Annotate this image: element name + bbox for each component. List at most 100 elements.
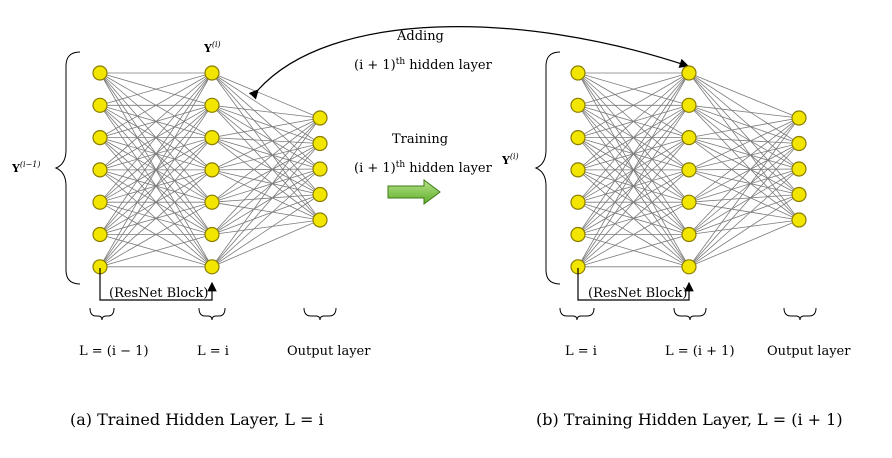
panel-b-connection	[577, 72, 690, 235]
adding-label: Adding	[396, 29, 444, 44]
panel-a-resnet-label: (ResNet Block)	[109, 286, 208, 301]
training-green-arrow	[387, 179, 441, 205]
panel-a-connection	[99, 72, 213, 203]
panel-b-connection	[688, 143, 800, 235]
panel-b-input-neuron	[570, 194, 586, 210]
panel-b-neurons	[570, 65, 807, 275]
panel-a-input-neuron	[92, 226, 108, 243]
panel-a-connection	[211, 194, 321, 268]
panel-a-connection	[99, 72, 213, 235]
training-label: Training	[392, 132, 448, 147]
panel-b-connection	[688, 168, 800, 235]
panel-b-connection	[577, 72, 690, 106]
panel-b-hidden-neuron	[681, 65, 697, 81]
panel-a-connection	[211, 117, 321, 235]
panel-a-connection	[211, 105, 321, 221]
panel-b-connection	[688, 117, 800, 235]
panel-b-connection	[688, 194, 800, 268]
panel-b-connection	[688, 219, 800, 235]
panel-b-connections	[577, 72, 800, 268]
panel-a-neurons	[92, 65, 328, 275]
panel-b-layer-label-input: L = i	[565, 344, 597, 359]
panel-b-brace-input	[559, 307, 595, 321]
panel-b-connection	[577, 72, 690, 203]
panel-b-connection	[688, 117, 800, 171]
panel-a-layer-label-output: Output layer	[287, 344, 371, 359]
panel-a-output-neuron	[312, 212, 328, 228]
panel-a-input-neuron	[92, 194, 108, 210]
panel-a-brace-input	[89, 307, 115, 321]
panel-b-hidden-neuron	[681, 194, 697, 210]
panel-a-connection	[99, 137, 213, 268]
panel-b-connection	[688, 219, 800, 268]
panel-b-connection	[688, 194, 800, 235]
panel-b-network: Y(i) (ResNet Block) L = i L = (i + 1) Ou…	[501, 51, 851, 429]
panel-a-hidden-neuron	[204, 162, 220, 178]
panel-a-connection	[211, 219, 321, 268]
panel-b-connection	[688, 194, 800, 203]
panel-a-output-neuron	[312, 135, 328, 152]
panel-b-connection	[577, 234, 690, 268]
panel-b-connection	[688, 143, 800, 171]
panel-a-hidden-y-label: Y(i)	[203, 40, 221, 55]
panel-b-connection	[688, 201, 800, 221]
panel-b-hidden-neuron	[681, 130, 697, 146]
panel-b-hidden-neuron	[681, 97, 697, 113]
panel-a-connection	[211, 72, 321, 144]
panel-a-input-neuron	[92, 65, 108, 81]
adding-layer-label: (i + 1)th hidden layer	[354, 57, 493, 73]
panel-b-connection	[577, 72, 690, 171]
panel-a-input-neuron	[92, 97, 108, 113]
panel-a-layer-label-hidden: L = i	[197, 344, 229, 359]
panel-a-input-brace	[54, 51, 81, 285]
panel-b-input-y-label: Y(i)	[501, 152, 519, 167]
panel-a-connection	[211, 117, 321, 171]
panel-b-connection	[688, 117, 800, 268]
panel-a-connection	[211, 168, 321, 171]
panel-a-brace-hidden	[198, 307, 226, 321]
panel-b-input-neuron	[570, 65, 586, 81]
panel-b-connection	[688, 72, 800, 119]
panel-b-connection	[688, 168, 800, 171]
panel-a-connection	[211, 117, 321, 268]
panel-a-connection	[211, 117, 321, 138]
panel-b-brace-output	[783, 307, 817, 321]
panel-a-hidden-neuron	[204, 259, 220, 275]
panel-b-connection	[688, 143, 800, 268]
panel-a-connection	[211, 104, 321, 119]
panel-a-caption: (a) Trained Hidden Layer, L = i	[70, 410, 324, 429]
panel-a-input-neuron	[92, 162, 108, 178]
panel-a-connection	[211, 143, 321, 171]
panel-a-input-y-label: Y(i−1)	[11, 160, 40, 175]
panel-a-connection	[211, 168, 321, 268]
panel-a-connection	[99, 201, 213, 268]
panel-a-hidden-neuron	[204, 226, 220, 243]
panel-b-connection	[688, 169, 800, 221]
panel-b-input-neuron	[570, 226, 586, 243]
panel-b-input-brace	[534, 51, 561, 285]
panel-a-connection	[211, 168, 321, 203]
panel-a-resnet-skip-connection	[99, 268, 217, 301]
panel-a-connection	[211, 143, 321, 235]
panel-b-connection	[577, 72, 690, 267]
panel-b-connection	[688, 105, 800, 221]
panel-b-hidden-neuron	[681, 162, 697, 178]
panel-b-connection	[577, 169, 690, 268]
panel-b-hidden-neuron	[681, 259, 697, 275]
panel-b-resnet-skip-connection	[577, 268, 694, 301]
panel-b-input-neuron	[570, 97, 586, 113]
panel-a-hidden-neuron	[204, 194, 220, 210]
panel-b-output-neuron	[791, 135, 807, 152]
panel-a-output-neuron	[312, 186, 328, 203]
panel-a-output-neuron	[312, 161, 328, 177]
panel-b-input-neuron	[570, 162, 586, 178]
panel-a-connection	[99, 105, 213, 268]
panel-b-connection	[688, 168, 800, 203]
panel-b-connection	[688, 143, 800, 203]
panel-a-connection	[99, 72, 213, 171]
panel-a-connection	[99, 72, 213, 268]
panel-b-connection	[688, 117, 800, 203]
panel-b-connection	[688, 168, 800, 268]
panel-a-layer-label-input: L = (i − 1)	[79, 344, 149, 359]
